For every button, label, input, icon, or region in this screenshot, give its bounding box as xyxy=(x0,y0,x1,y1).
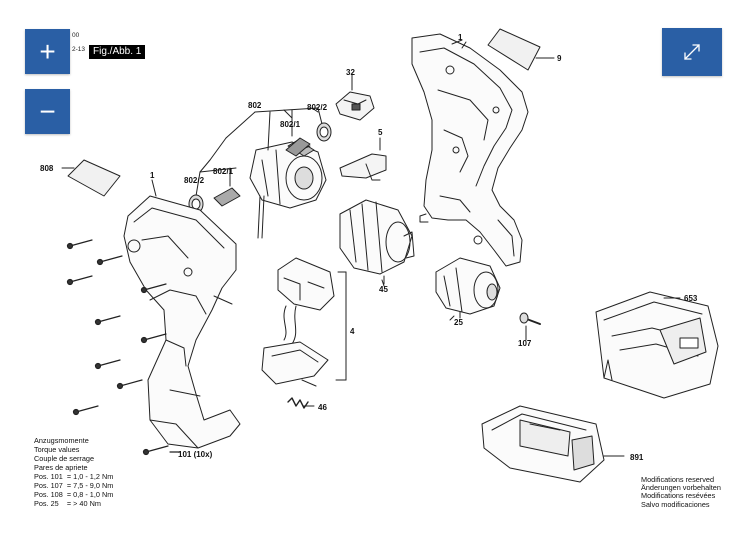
note-line: Modifications resévées xyxy=(641,491,716,501)
label-part-5: 5 xyxy=(378,128,383,137)
gearbox-802-drawing xyxy=(249,139,327,239)
expand-arrows-icon xyxy=(684,44,700,60)
label-part-9: 9 xyxy=(557,54,562,63)
label-part-1-top: 1 xyxy=(458,33,463,42)
callout-bracket-802 xyxy=(195,107,323,197)
screws-101-drawing xyxy=(66,239,181,456)
legend-line: Pos. 108 = 0,8 - 1,0 Nm xyxy=(34,490,114,499)
legend-line: Anzugsmomente xyxy=(34,436,89,445)
label-plate-808-drawing xyxy=(61,159,121,197)
legend-line: Pares de apriete xyxy=(34,463,88,472)
battery-891-drawing xyxy=(481,405,625,483)
modification-notes: Modifications reserved Änderungen vorbeh… xyxy=(641,475,721,509)
label-plate-9-drawing xyxy=(487,28,555,71)
label-part-802-1-top: 802/1 xyxy=(280,120,301,129)
leader-lines xyxy=(283,41,527,341)
part-32-drawing xyxy=(335,77,375,121)
label-part-802-1-left: 802/1 xyxy=(213,167,234,176)
label-part-802-2-top: 802/2 xyxy=(307,103,328,112)
housing-half-left-drawing xyxy=(123,179,241,449)
label-part-802-2-left: 802/2 xyxy=(184,176,205,185)
part-5-drawing xyxy=(339,137,387,181)
legend-line: Couple de serrage xyxy=(34,454,95,463)
motor-45-drawing xyxy=(339,199,415,285)
label-part-802: 802 xyxy=(248,101,262,110)
label-part-32: 32 xyxy=(346,68,355,77)
note-line: Änderungen vorbehalten xyxy=(641,483,721,493)
label-part-891: 891 xyxy=(630,453,644,462)
fullscreen-button[interactable] xyxy=(662,28,722,76)
zoom-out-button[interactable]: − xyxy=(25,89,70,134)
plus-icon: + xyxy=(39,35,56,67)
spring-46-drawing xyxy=(287,397,315,409)
header-code-top: 00 xyxy=(72,32,80,39)
legend-line: Pos. 25 = > 40 Nm xyxy=(34,499,101,508)
torque-values-legend: Anzugsmomente Torque values Couple de se… xyxy=(34,436,113,508)
label-part-25: 25 xyxy=(454,318,463,327)
minus-icon: − xyxy=(39,95,56,127)
figure-label-badge: Fig./Abb. 1 xyxy=(89,45,146,59)
label-part-1-left: 1 xyxy=(150,171,155,180)
legend-line: Pos. 101 = 1,0 - 1,2 Nm xyxy=(34,472,114,481)
label-part-808: 808 xyxy=(40,164,54,173)
label-part-107: 107 xyxy=(518,339,532,348)
zoom-in-button[interactable]: + xyxy=(25,29,70,74)
part-number-labels: 1 9 32 802 802/2 802/1 5 808 1 802/2 802… xyxy=(40,33,698,462)
charger-653-drawing xyxy=(595,291,719,399)
label-part-101: 101 (10x) xyxy=(178,450,213,459)
chuck-25-drawing xyxy=(435,257,501,319)
housing-half-right-drawing xyxy=(411,33,529,267)
legend-line: Torque values xyxy=(34,445,80,454)
header-code-bottom: 2-13 xyxy=(72,46,86,53)
label-part-4: 4 xyxy=(350,327,355,336)
note-line: Modifications reserved xyxy=(641,475,715,484)
label-part-46: 46 xyxy=(318,403,327,412)
screw-107-drawing xyxy=(519,312,541,335)
label-part-653: 653 xyxy=(684,294,698,303)
label-part-45: 45 xyxy=(379,285,388,294)
legend-line: Pos. 107 = 7,5 - 9,0 Nm xyxy=(34,481,114,490)
note-line: Salvo modificaciones xyxy=(641,499,710,509)
switch-assembly-4-drawing xyxy=(261,257,347,387)
